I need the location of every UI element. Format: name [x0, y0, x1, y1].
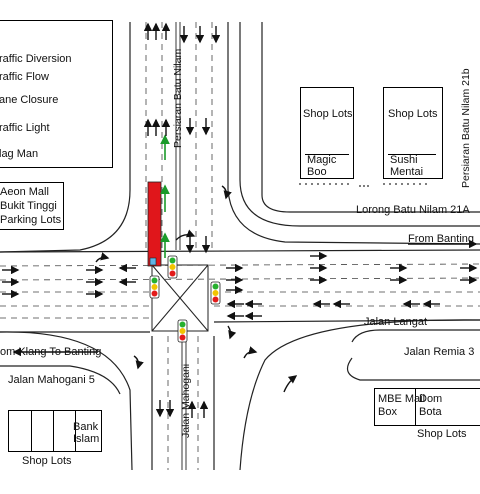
dom-label-2: Bota: [419, 406, 442, 418]
parking-dots: [299, 183, 427, 187]
dom-label-1: Dom: [419, 393, 443, 405]
legend-flag-man: lag Man: [0, 148, 39, 160]
mbe-label-2: Box: [378, 406, 397, 418]
road-outlines: [0, 22, 480, 471]
flag-man-marker: [149, 257, 157, 266]
jalan-langat-label: Jalan Langat: [364, 316, 427, 328]
from-klang-to-banting-label: om Klang To Banting: [0, 346, 102, 358]
sushi-label-2: Mentai: [390, 166, 424, 178]
from-banting-label: From Banting: [408, 233, 475, 245]
magic-label-2: Boo: [307, 166, 327, 178]
aeon-mall-box: Aeon Mall Bukit Tinggi Parking Lots: [0, 182, 64, 230]
magic-label-1: Magic: [307, 154, 337, 166]
aeon-label-2: Bukit Tinggi: [0, 200, 57, 212]
legend-traffic-flow: raffic Flow: [0, 71, 49, 83]
shop-lots-a-label: Shop Lots: [303, 108, 353, 120]
legend-box: raffic Diversion raffic Flow ane Closure…: [0, 20, 113, 168]
shop-lots-bottom-left-label: Shop Lots: [22, 455, 72, 467]
traffic-light-south: [177, 319, 188, 343]
jalan-mahogani-5-label: Jalan Mahogani 5: [8, 374, 95, 386]
lane-markings: [0, 22, 480, 470]
jalan-remia-label: Jalan Remia 3: [404, 346, 475, 358]
bank-label-2: Islam: [73, 433, 100, 445]
legend-traffic-diversion: raffic Diversion: [0, 53, 72, 65]
shop-lots-bottom-right-label: Shop Lots: [417, 428, 467, 440]
persiaran-batu-nilam-label: Persiaran Batu Nilam: [172, 48, 184, 148]
sushi-label-1: Sushi: [390, 154, 418, 166]
bank-islam-box: Bank Islam: [8, 410, 102, 452]
traffic-light-north: [167, 255, 178, 279]
lane-closure-block: [147, 181, 162, 267]
flow-arrows: [2, 22, 478, 418]
traffic-light-west: [149, 275, 160, 299]
aeon-label-3: Parking Lots: [0, 214, 62, 226]
shop-lots-a-box: Shop Lots Magic Boo: [300, 87, 354, 179]
jalan-mahogani-label: Jalan Mahogani: [180, 363, 192, 438]
traffic-light-east: [210, 281, 221, 305]
shop-lots-b-label: Shop Lots: [388, 108, 438, 120]
bank-label-1: Bank: [73, 421, 99, 433]
legend-traffic-light: raffic Light: [0, 122, 50, 134]
aeon-label-1: Aeon Mall: [0, 186, 49, 198]
mbe-box: MBE Mail Box Dom Bota: [374, 388, 480, 426]
lorong-batu-nilam-21a-label: Lorong Batu Nilam 21A: [356, 204, 470, 216]
legend-lane-closure: ane Closure: [0, 94, 59, 106]
median-lines: [175, 22, 187, 470]
shop-lots-b-box: Shop Lots Sushi Mentai: [383, 87, 443, 179]
mbe-label-1: MBE Mail: [378, 393, 426, 405]
persiaran-batu-nilam-21b-label: Persiaran Batu Nilam 21b: [460, 68, 472, 188]
